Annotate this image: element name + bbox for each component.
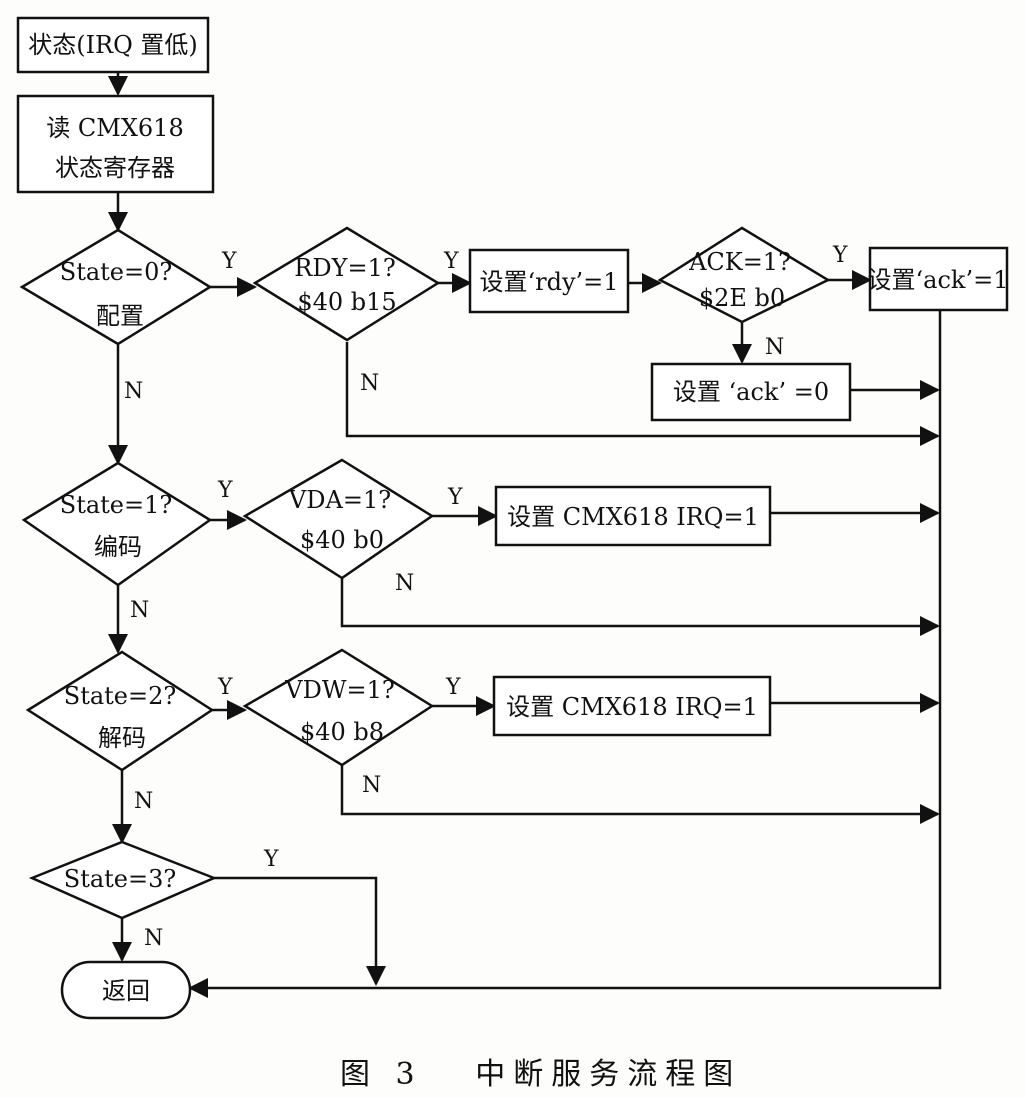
node-read-status: 读 CMX618 状态寄存器 bbox=[16, 94, 215, 194]
decision-vda: VDA=1? $40 b0 bbox=[242, 458, 435, 580]
node-set-rdy: 设置‘rdy’=1 bbox=[468, 248, 630, 314]
node-set-ack1: 设置‘ack’=1 bbox=[868, 246, 1009, 312]
decision-ack-text-1: ACK=1? bbox=[688, 248, 791, 276]
decision-vdw: VDW=1? $40 b8 bbox=[242, 648, 435, 767]
label-state3-yes: Y bbox=[263, 847, 279, 872]
decision-state3-text: State=3? bbox=[64, 865, 177, 893]
node-set-rdy-text: 设置‘rdy’=1 bbox=[479, 268, 618, 296]
node-start: 状态(IRQ 置低) bbox=[16, 16, 210, 74]
node-set-irq-encode-text: 设置 CMX618 IRQ=1 bbox=[507, 503, 759, 531]
node-set-ack0-text: 设置 ‘ack’ =0 bbox=[673, 378, 829, 406]
decision-state3: State=3? bbox=[28, 840, 218, 920]
decision-state1: State=1? 编码 bbox=[21, 461, 213, 587]
node-start-text: 状态(IRQ 置低) bbox=[28, 31, 198, 59]
node-return: 返回 bbox=[60, 960, 192, 1020]
edge-vda-no bbox=[340, 578, 940, 636]
branch-labels: Y Y Y N N N Y Y N N Y Y N N Y N bbox=[124, 243, 848, 951]
label-state1-yes: Y bbox=[217, 478, 233, 503]
decision-vdw-text-2: $40 b8 bbox=[300, 718, 384, 746]
label-ack-no: N bbox=[765, 335, 784, 360]
decision-vda-text-2: $40 b0 bbox=[300, 526, 384, 554]
label-state2-no: N bbox=[134, 789, 153, 814]
decision-vda-text-1: VDA=1? bbox=[288, 486, 391, 514]
node-return-text: 返回 bbox=[102, 977, 150, 1005]
decision-rdy: RDY=1? $40 b15 bbox=[252, 226, 441, 342]
edge-vdw-no bbox=[340, 765, 940, 824]
decision-state1-text-2: 编码 bbox=[94, 533, 142, 561]
decision-state0-text-1: State=0? bbox=[60, 258, 173, 286]
decision-rdy-text-1: RDY=1? bbox=[294, 254, 395, 282]
edge-collector-to-return bbox=[188, 310, 942, 998]
decision-ack: ACK=1? $2E b0 bbox=[657, 226, 831, 324]
decision-state0-text-2: 配置 bbox=[96, 302, 144, 330]
node-read-text-2: 状态寄存器 bbox=[55, 154, 175, 182]
label-vda-yes: Y bbox=[447, 485, 463, 510]
label-vdw-yes: Y bbox=[445, 675, 461, 700]
label-state2-yes: Y bbox=[217, 675, 233, 700]
decision-state2: State=2? 解码 bbox=[25, 650, 215, 772]
node-read-text-1: 读 CMX618 bbox=[46, 114, 183, 142]
node-set-ack0: 设置 ‘ack’ =0 bbox=[650, 362, 852, 422]
figure-caption: 图 3 中断服务流程图 bbox=[340, 1057, 741, 1092]
edge-state3-yes bbox=[214, 876, 386, 986]
label-state3-no: N bbox=[144, 926, 163, 951]
label-ack-yes: Y bbox=[832, 243, 848, 268]
decision-state2-text-2: 解码 bbox=[98, 724, 146, 752]
label-state0-no: N bbox=[124, 379, 143, 404]
label-rdy-yes: Y bbox=[443, 249, 459, 274]
label-state1-no: N bbox=[130, 598, 149, 623]
connectors bbox=[108, 72, 942, 998]
decision-state2-text-1: State=2? bbox=[64, 682, 177, 710]
node-set-ack1-text: 设置‘ack’=1 bbox=[868, 266, 1009, 294]
label-rdy-no: N bbox=[360, 371, 379, 396]
decision-state1-text-1: State=1? bbox=[60, 491, 173, 519]
decision-vdw-text-1: VDW=1? bbox=[284, 676, 395, 704]
label-state0-yes: Y bbox=[221, 249, 237, 274]
decision-state0: State=0? 配置 bbox=[19, 228, 213, 346]
decision-ack-text-2: $2E b0 bbox=[699, 284, 785, 312]
label-vda-no: N bbox=[395, 571, 414, 596]
node-set-irq-encode: 设置 CMX618 IRQ=1 bbox=[494, 485, 772, 547]
node-set-irq-decode: 设置 CMX618 IRQ=1 bbox=[492, 675, 772, 737]
edge-rdy-no bbox=[345, 342, 940, 446]
label-vdw-no: N bbox=[362, 773, 381, 798]
decision-rdy-text-2: $40 b15 bbox=[297, 288, 396, 316]
node-set-irq-decode-text: 设置 CMX618 IRQ=1 bbox=[506, 693, 758, 721]
